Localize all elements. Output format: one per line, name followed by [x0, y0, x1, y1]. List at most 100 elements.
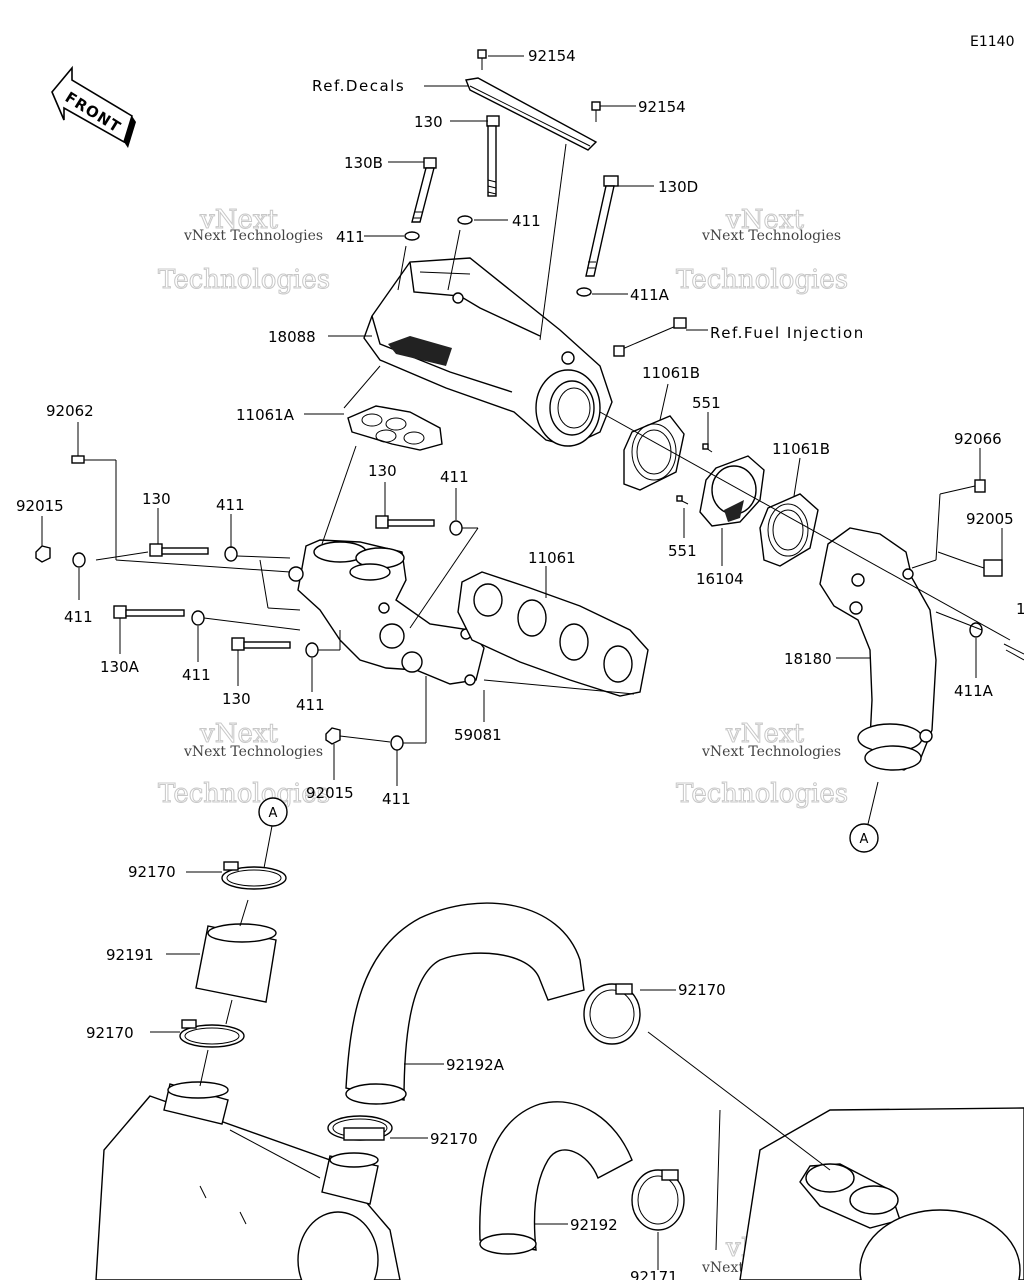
watermark-mid-right: vNext vNext Technologies Technologies — [676, 719, 849, 810]
gasket-11061 — [457, 571, 649, 697]
washer-411-h — [390, 735, 404, 751]
svg-text:vNext Technologies: vNext Technologies — [701, 744, 841, 760]
bolt-130A — [113, 605, 185, 619]
label-92154-b: 92154 — [638, 98, 686, 116]
label-16104: 16104 — [696, 570, 744, 588]
clamp-92170-b — [179, 1019, 245, 1048]
bolt-92154-a — [477, 49, 487, 70]
washer-411-top-b — [457, 215, 473, 225]
sensor-fitting — [613, 317, 687, 357]
label-130-left: 130 — [142, 490, 171, 508]
label-92170-a: 92170 — [128, 863, 176, 881]
washer-411-f — [305, 642, 319, 658]
joint-16104 — [699, 455, 765, 527]
muffler-left — [95, 1081, 401, 1284]
label-92171: 92171 — [630, 1268, 678, 1280]
svg-text:vNext: vNext — [199, 719, 278, 749]
label-edge-1: 1 — [1016, 600, 1024, 618]
label-18088: 18088 — [268, 328, 316, 346]
exhaust-manifold-59081 — [288, 539, 485, 686]
cap-92015-b — [325, 727, 341, 745]
cap-92015-a — [35, 545, 51, 563]
svg-text:vNext Technologies: vNext Technologies — [183, 744, 323, 760]
bolt-92062 — [71, 455, 98, 464]
svg-text:Technologies: Technologies — [158, 779, 330, 809]
svg-text:vNext Technologies: vNext Technologies — [183, 228, 323, 244]
label-92192A: 92192A — [446, 1056, 505, 1074]
label-11061: 11061 — [528, 549, 576, 567]
svg-text:Technologies: Technologies — [158, 265, 330, 295]
bolt-130-mid — [375, 515, 435, 529]
label-92015-b: 92015 — [306, 784, 354, 802]
clamp-92170-c — [583, 983, 641, 1045]
label-92191: 92191 — [106, 946, 154, 964]
bolt-130D — [585, 175, 619, 277]
label-130B: 130B — [344, 154, 383, 172]
svg-text:Technologies: Technologies — [676, 779, 848, 809]
pin-551-b — [676, 495, 689, 505]
svg-text:Technologies: Technologies — [676, 265, 848, 295]
label-92005: 92005 — [966, 510, 1014, 528]
label-411A-top: 411A — [630, 286, 670, 304]
hose-92192A — [345, 902, 585, 1105]
label-92170-d: 92170 — [430, 1130, 478, 1148]
label-411-g: 411 — [296, 696, 325, 714]
bolt-130B — [411, 157, 437, 223]
label-ref-decals: Ref.Decals — [312, 77, 405, 95]
gasket-11061B-a — [623, 415, 685, 491]
label-411-b: 411 — [512, 212, 541, 230]
svg-text:A: A — [269, 806, 278, 821]
label-411-c: 411 — [440, 468, 469, 486]
label-130D: 130D — [658, 178, 698, 196]
label-92066: 92066 — [954, 430, 1002, 448]
clamp-92170-a — [221, 861, 287, 890]
washer-411-d — [449, 520, 463, 536]
label-411-f: 411 — [182, 666, 211, 684]
watermark-top-right: vNext vNext Technologies Technologies — [676, 205, 849, 296]
label-411A-right: 411A — [954, 682, 994, 700]
washer-411A-top — [576, 287, 592, 297]
label-411-h: 411 — [382, 790, 411, 808]
leader-lines — [41, 55, 1011, 1270]
label-551-a: 551 — [692, 394, 721, 412]
diagram-code: E1140 — [970, 34, 1014, 50]
watermark-top-left: vNext vNext Technologies Technologies — [158, 205, 331, 296]
label-11061B-b: 11061B — [772, 440, 830, 458]
svg-text:A: A — [860, 832, 869, 847]
label-92192: 92192 — [570, 1216, 618, 1234]
bolt-130-left — [149, 543, 209, 557]
washer-411-c — [224, 546, 238, 562]
watermark-mid-left: vNext vNext Technologies Technologies — [158, 719, 331, 810]
washer-411-top-a — [404, 231, 420, 241]
svg-text:vNext Technologies: vNext Technologies — [701, 228, 841, 244]
muffler-right — [739, 1107, 1024, 1284]
label-18180: 18180 — [784, 650, 832, 668]
front-arrow-icon: FRONT — [51, 65, 136, 148]
svg-text:vNext: vNext — [725, 205, 804, 235]
callout-a-top: A — [258, 797, 288, 827]
label-11061A: 11061A — [236, 406, 295, 424]
label-ref-fuel-injection: Ref.Fuel Injection — [710, 324, 865, 342]
hose-92192 — [479, 1101, 633, 1255]
label-130-b: 130 — [222, 690, 251, 708]
washer-411-e — [191, 610, 205, 626]
part-labels: 92154 Ref.Decals 92154 130 130B 130D 411… — [16, 47, 1024, 1284]
clamp-92171 — [631, 1169, 685, 1231]
exhaust-elbow-18180 — [819, 527, 937, 771]
label-411-a: 411 — [336, 228, 365, 246]
decal-plate — [465, 77, 598, 151]
clamp-92170-d — [327, 1115, 393, 1141]
label-551-b: 551 — [668, 542, 697, 560]
washer-411-left — [72, 552, 86, 568]
label-92015-a: 92015 — [16, 497, 64, 515]
bolt-130-b — [231, 637, 291, 651]
sleeve-92191 — [195, 923, 277, 1003]
label-11061B-a: 11061B — [642, 364, 700, 382]
label-130A: 130A — [100, 658, 140, 676]
exhaust-manifold-18088 — [363, 257, 613, 447]
gasket-11061A — [347, 405, 443, 451]
label-92154-a: 92154 — [528, 47, 576, 65]
label-130-mid: 130 — [368, 462, 397, 480]
